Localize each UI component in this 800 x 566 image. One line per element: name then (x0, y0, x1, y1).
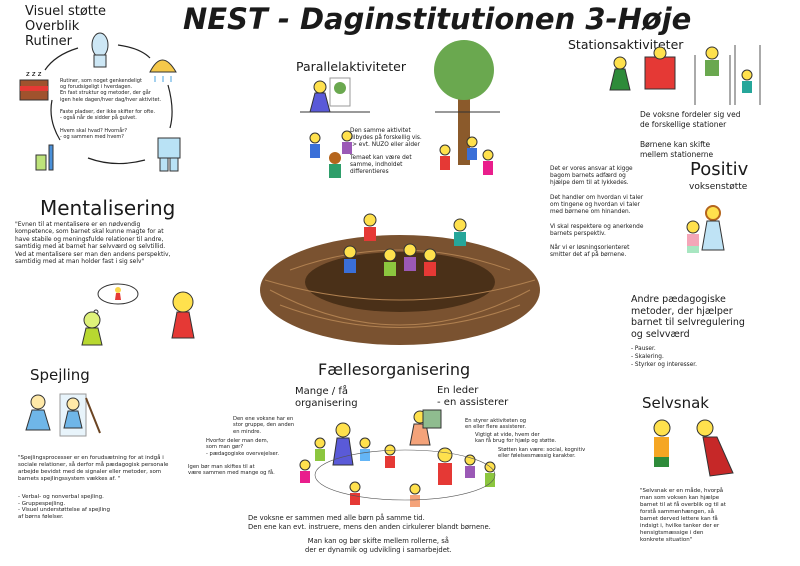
pajamas-icon (157, 137, 181, 172)
selvsnak-heading: Selvsnak (642, 394, 709, 412)
station-heading: Stationsaktiviteter (568, 37, 684, 52)
spejling-quote: "Spejlingsprocesser er en forudsætning f… (18, 455, 169, 482)
faelles-bottom-2: Man kan og bør skifte mellem rollerne, s… (305, 537, 452, 554)
parallel-illustration (300, 40, 500, 178)
mirror-illustration (25, 393, 101, 437)
parallel-text: Den samme aktivitet tilbydes på forskell… (350, 128, 422, 175)
selvsnak-illustration (653, 419, 734, 477)
faelles-bottom-1: De voksne er sammen med alle børn på sam… (248, 514, 491, 531)
faelles-heading: Fællesorganisering (318, 360, 471, 379)
nest-illustration (260, 213, 540, 345)
visuel-text: Rutiner, som noget genkendeligt og forud… (60, 78, 162, 140)
positiv-illustration (686, 205, 725, 253)
leder-text-2: Vigtigt at vide, hvem der kan få brug fo… (475, 432, 557, 445)
station-illustration (609, 45, 761, 105)
mange-heading: Mange / få organisering (295, 386, 358, 409)
leder-heading: En leder - en assisterer (437, 385, 509, 408)
faelles-illustration (299, 409, 496, 507)
toilet-icon (91, 32, 109, 68)
spejling-heading: Spejling (30, 366, 90, 384)
leder-text: En styrer aktiviteten og en eller flere … (465, 418, 527, 431)
bed-icon: z z z (19, 70, 49, 101)
andre-heading: Andre pædagogiske metoder, der hjælper b… (631, 294, 745, 340)
mentalisering-quote: "Evnen til at mentalisere er en nødvendi… (15, 221, 171, 266)
positiv-subheading: voksenstøtte (689, 182, 748, 192)
routine-cycle-icons: z z z (19, 32, 181, 172)
mentalisering-heading: Mentalisering (40, 196, 176, 220)
nest-children (343, 213, 467, 276)
positiv-heading: Positiv (690, 159, 749, 180)
station-text: De voksne fordeler sig ved de forskellig… (640, 110, 741, 159)
toothbrush-icon (35, 144, 54, 171)
mange-text-3: Igen bør man skiftes til at være sammen … (188, 464, 275, 477)
leder-text-3: Støtten kan være: social, kognitiv eller… (498, 447, 586, 460)
cycle-arrows (44, 44, 173, 165)
mange-text-2: Hvorfor deler man dem, som man gør? - pæ… (206, 438, 280, 457)
parallel-heading: Parallelaktiviteter (296, 59, 407, 74)
andre-list: - Pauser. - Skalering. - Styrker og inte… (631, 346, 697, 368)
shower-icon (149, 59, 177, 82)
positiv-text: Det er vores ansvar at kigge bagom barne… (550, 166, 644, 259)
tree-icon (434, 40, 494, 165)
poster-title: NEST - Daginstitutionen 3-Høje (183, 2, 692, 36)
svg-text:z z z: z z z (26, 70, 42, 78)
spejling-list: - Verbal- og nonverbal spejling. - Grupp… (18, 494, 110, 520)
mentalisering-figures (81, 283, 195, 346)
mange-text: Den ene voksne har en stor gruppe, den a… (233, 416, 295, 435)
selvsnak-quote: "Selvsnak er en måde, hvorpå man som vok… (640, 488, 726, 543)
visuel-heading: Visuel støtte Overblik Rutiner (25, 4, 106, 49)
